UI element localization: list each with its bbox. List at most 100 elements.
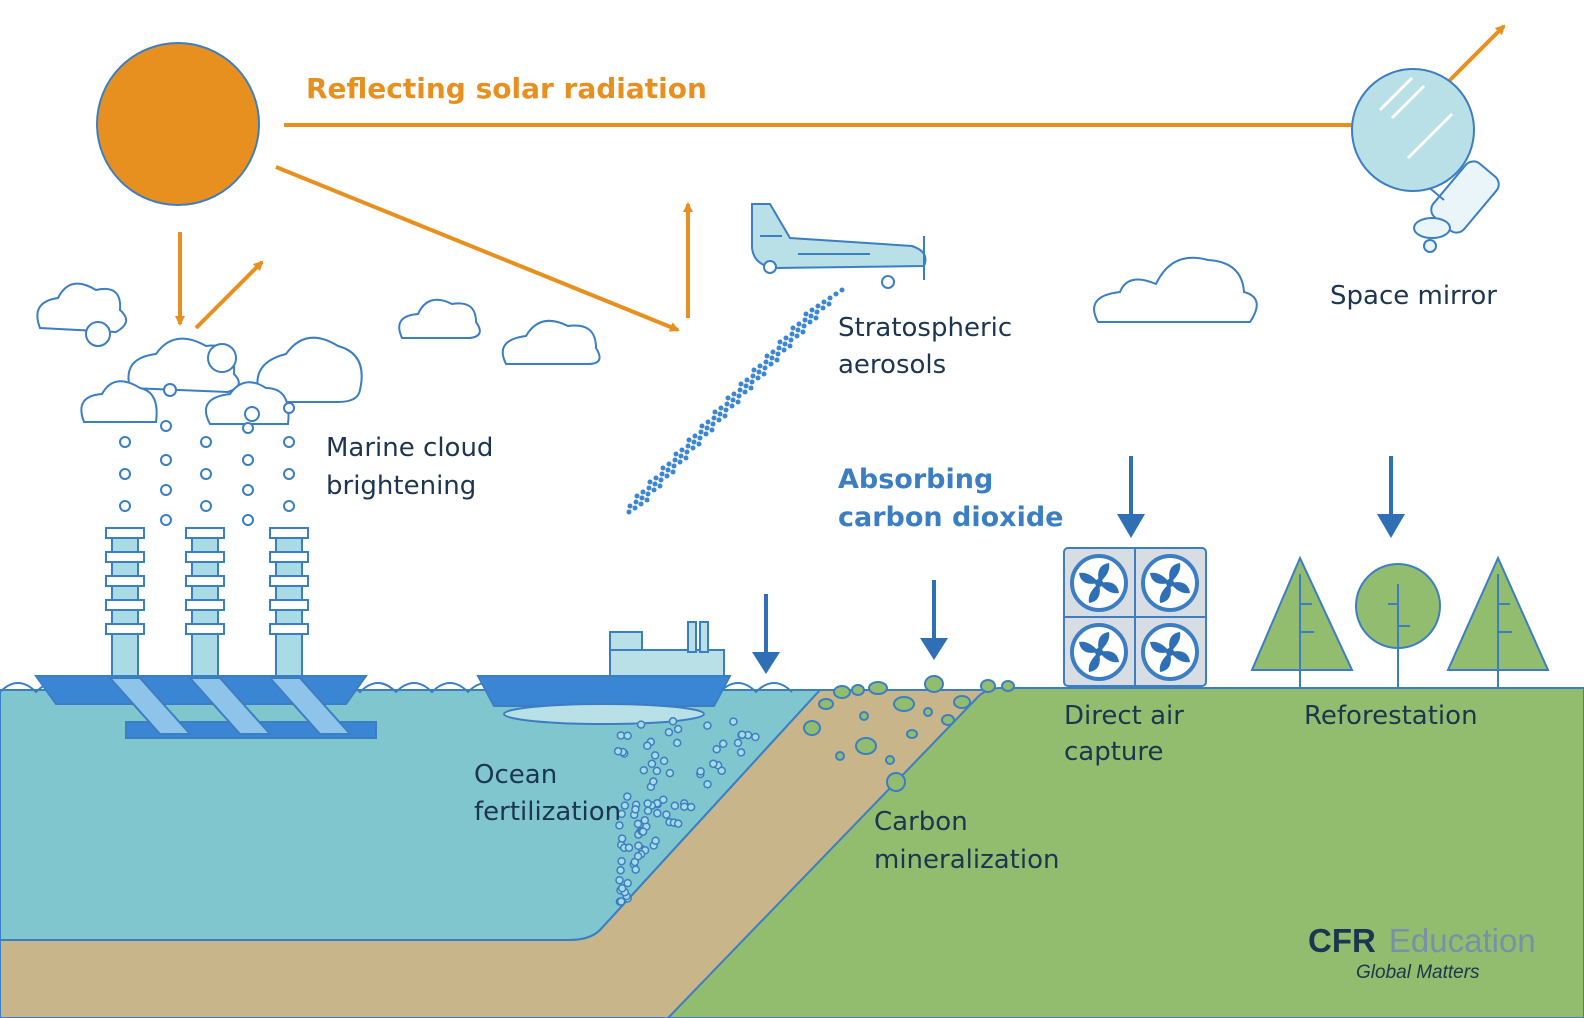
svg-text:CFR Education: CFR Education [1308,922,1536,959]
aerosol-dot [664,473,670,479]
aerosol-dot [796,321,802,327]
brand-name-light: Education [1389,922,1536,959]
aerosol-dot [646,485,652,491]
iron-particle [672,738,682,748]
mineral-rocks [803,675,1015,792]
trees-icon [1250,555,1550,688]
aerosol-dot [744,377,750,383]
aerosol-dot [788,337,794,343]
aerosol-dot [699,423,705,429]
aerosol-dot [783,335,789,341]
aerosol-dot [821,299,827,305]
aerosol-dot [638,501,644,507]
reforestation-label: Reforestation [1304,701,1478,731]
aerosol-dot [703,431,709,437]
iron-particle [659,756,669,766]
aerosol-dot [787,343,793,349]
aerosol-dot [633,499,639,505]
aerosol-dot [794,333,800,339]
iron-particle [712,744,721,754]
fan-icon [1070,554,1128,612]
iron-particle [729,717,738,726]
co2-arrows [752,456,1405,674]
stratospheric-label-line2: aerosols [838,350,946,380]
aerosol-dot [809,307,815,313]
aerosol-dot [751,367,757,373]
cloud-icon [1093,256,1258,323]
aerosol-dot [696,441,702,447]
aerosol-dot [645,491,651,497]
aerosol-dot [764,353,770,359]
aerosol-dot [634,493,640,499]
reflecting-heading: Reflecting solar radiation [306,72,707,105]
aerosol-dot [729,403,735,409]
iron-particle [615,821,624,830]
iron-particle [620,801,630,810]
absorbing-heading-line1: Absorbing [838,464,993,495]
aerosol-dot [712,409,718,415]
aerosol-dot [626,509,632,515]
iron-particle [638,827,648,836]
iron-particle [673,819,683,828]
aerosol-dot [704,425,710,431]
fan-icon [1141,554,1199,612]
aerosol-dot [692,433,698,439]
aerosol-dot [709,427,715,433]
aerosol-dot [756,369,762,375]
iron-particle [649,777,658,786]
aerosol-dot [768,361,774,367]
iron-particle [680,802,689,811]
aerosol-dot [640,489,646,495]
arrow-to-aerosols [275,165,680,332]
aerosol-dot [736,393,742,399]
aerosol-dot [807,319,813,325]
iron-particle [673,724,683,734]
aerosol-dot [790,325,796,331]
fan-icon [1141,623,1199,681]
aerosol-dot [632,505,638,511]
aerosol-dot [757,363,763,369]
iron-particle [662,810,671,819]
iron-particle [650,751,660,760]
space-mirror-label: Space mirror [1330,281,1497,311]
iron-particle [615,875,624,885]
iron-particle [737,730,747,739]
marine-clouds [80,336,363,425]
spray-towers [105,527,309,681]
aerosol-dot [820,305,826,311]
carbon-mineralization-label-line2: mineralization [874,845,1059,875]
space-mirror-icon [1351,68,1500,253]
aerosol-dot [781,347,787,353]
iron-particle [639,765,649,775]
aerosol-dot [673,451,679,457]
iron-particle [616,865,625,875]
aerosol-dot [697,435,703,441]
iron-particle [617,884,627,893]
aerosol-dot [672,457,678,463]
aerosol-dot [705,419,711,425]
iron-particle [751,732,760,742]
aerosol-dot [755,375,761,381]
dac-label-line1: Direct air [1064,701,1184,731]
aerosol-dot [652,481,658,487]
stratospheric-label-line1: Stratospheric [838,313,1012,343]
iron-particle [703,779,712,789]
aerosol-dot [670,469,676,475]
aerosol-dot [686,437,692,443]
aerosol-dot [658,477,664,483]
aerosol-dot [659,471,665,477]
aerosol-dot [738,381,744,387]
aerosol-dot [789,331,795,337]
aerosol-dot [684,449,690,455]
aerosol-dot [685,443,691,449]
iron-particle [617,809,626,819]
aerosol-dot [725,395,731,401]
iron-particle [633,819,643,829]
aerosol-dot [627,503,633,509]
aerosol-dot [644,497,650,503]
absorbing-heading-line2: carbon dioxide [838,502,1063,533]
sun-icon [96,42,260,206]
fan-icons [1070,554,1199,681]
iron-particle [703,721,712,730]
marine-cloud-label-line1: Marine cloud [326,433,493,463]
